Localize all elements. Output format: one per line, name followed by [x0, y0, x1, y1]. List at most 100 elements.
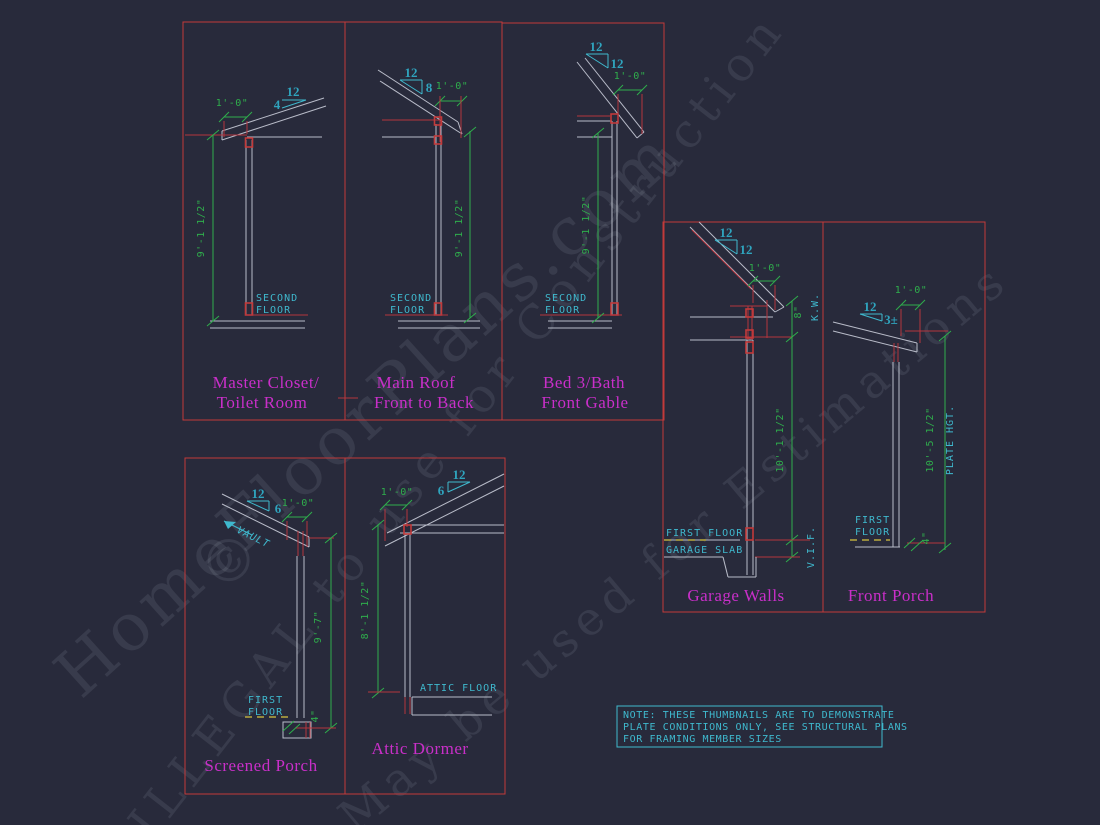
overhang-label: 1'-0": [216, 98, 249, 109]
svg-text:FIRST: FIRST: [248, 695, 283, 706]
overhang-label: 1'-0": [282, 498, 315, 509]
overhang-dimension: 1'-0": [281, 498, 315, 547]
overhang-dimension: 1'-0": [612, 71, 648, 134]
panel-garage-walls: 8" K.W. 1'-0" 12 12: [664, 221, 821, 605]
slope-symbol: 12 3±: [859, 299, 898, 327]
slope-symbol: 12 6: [438, 467, 471, 498]
roof-lines: [832, 321, 948, 353]
height-dimension: 10'-1 1/2" V.I.F.: [755, 337, 817, 568]
panel-title: Master Closet/: [213, 373, 320, 392]
panel-title: Attic Dormer: [371, 739, 468, 758]
panel-master-closet: 9'-1 1/2" 1'-0" 12 4 SECOND FLOOR Master…: [185, 84, 327, 412]
panel-attic-dormer: 1'-0" 12 6 8'-1 1/2" A: [360, 467, 505, 758]
overhang-label: 1'-0": [436, 81, 469, 92]
floor-lines: FIRST FLOOR GARAGE SLAB: [664, 528, 757, 578]
overhang-dimension: 1'-0": [434, 81, 469, 142]
svg-text:FIRST: FIRST: [855, 515, 890, 526]
svg-text:FLOOR: FLOOR: [545, 305, 580, 316]
svg-text:SECOND: SECOND: [256, 293, 298, 304]
svg-text:FLOOR: FLOOR: [390, 305, 425, 316]
slope-run-label: 12: [453, 467, 466, 482]
roof-lines: [689, 221, 785, 313]
floor-label: SECOND FLOOR: [390, 293, 432, 316]
wall-height-label: 10'-1 1/2": [775, 407, 786, 472]
slope-symbol: 12 6: [246, 486, 282, 516]
slope-run-label: 12: [864, 299, 877, 314]
kneewall-dimension: 8" K.W.: [785, 293, 821, 343]
slope-symbol: 12 12: [585, 39, 624, 71]
height-dimension: 9'-1 1/2": [581, 127, 605, 324]
floor-label: SECOND FLOOR: [545, 293, 587, 316]
roof-lines: [576, 57, 645, 139]
wall-lines: [540, 113, 622, 329]
wall-height-label: 9'-7": [313, 611, 324, 644]
panel-title: Front to Back: [374, 393, 474, 412]
slope-symbol: 12 12: [714, 225, 753, 257]
panel-title: Bed 3/Bath: [543, 373, 625, 392]
kneewall-height-label: 8": [793, 305, 804, 318]
footing-height-label: 4": [921, 531, 932, 544]
panel-title: Front Porch: [848, 586, 934, 605]
svg-text:SECOND: SECOND: [545, 293, 587, 304]
overhang-label: 1'-0": [614, 71, 647, 82]
wall-lines: [403, 524, 412, 697]
height-dimension: 9'-7": [313, 532, 338, 734]
height-dimension: 10'-5 1/2" PLATE HGT.: [925, 330, 956, 554]
roof-lines: [221, 97, 327, 141]
note-box: NOTE: THESE THUMBNAILS ARE TO DEMONSTRAT…: [616, 705, 908, 748]
slope-rise-label: 12: [740, 242, 753, 257]
panel-title: Garage Walls: [687, 586, 784, 605]
post-lines: [855, 343, 900, 548]
plate-hgt-label: PLATE HGT.: [945, 405, 956, 475]
overhang-dimension: 1'-0": [216, 98, 253, 137]
slope-rise-label: 8: [426, 80, 433, 95]
panel-borders: [182, 21, 986, 795]
slope-run-label: 12: [590, 39, 603, 54]
svg-text:SECOND: SECOND: [390, 293, 432, 304]
slope-run-label: 12: [720, 225, 733, 240]
floor-lines: FIRST FLOOR 4": [245, 695, 336, 735]
svg-text:FLOOR: FLOOR: [248, 707, 283, 718]
svg-text:FLOOR: FLOOR: [855, 527, 890, 538]
roof-lines: [221, 493, 334, 548]
slope-symbol: 12 4: [274, 84, 307, 112]
vault-label: VAULT: [235, 525, 271, 550]
slope-run-label: 12: [287, 84, 300, 99]
slope-rise-label: 6: [275, 501, 282, 516]
height-dimension: 9'-1 1/2": [196, 129, 220, 327]
slope-run-label: 12: [405, 65, 418, 80]
kneewall-label: K.W.: [810, 293, 821, 321]
panel-title: Toilet Room: [217, 393, 308, 412]
overhang-dimension: 1'-0": [895, 285, 928, 343]
panel-bed3-bath: 9'-1 1/2" 1'-0" 12 12 SECOND FLOOR: [540, 39, 648, 412]
slope-run-label: 12: [252, 486, 265, 501]
overhang-label: 1'-0": [895, 285, 928, 296]
panel-screened-porch: 12 6 1'-0" VAULT: [204, 486, 338, 775]
slope-rise-label: 4: [274, 97, 281, 112]
panel-title: Screened Porch: [204, 756, 317, 775]
floor-lines: ATTIC FLOOR: [404, 683, 496, 716]
floor-lines: FIRST FLOOR 4": [850, 515, 945, 552]
slope-rise-label: 12: [611, 56, 624, 71]
panel-title: Main Roof: [377, 373, 456, 392]
wall-height-label: 9'-1 1/2": [454, 199, 465, 258]
overhang-dimension: 1'-0": [379, 487, 413, 541]
floor-label: SECOND FLOOR: [256, 293, 298, 316]
wall-lines: [745, 340, 754, 575]
plate-height-label: 10'-5 1/2": [925, 407, 936, 472]
roof-lines: [384, 473, 505, 547]
slope-symbol: 12 8: [399, 65, 433, 95]
note-line-1: NOTE: THESE THUMBNAILS ARE TO DEMONSTRAT…: [623, 710, 894, 721]
note-line-2: PLATE CONDITIONS ONLY, SEE STRUCTURAL PL…: [623, 722, 908, 733]
overhang-label: 1'-0": [749, 263, 782, 274]
footing-height-label: 4": [310, 709, 321, 722]
wall-height-label: 9'-1 1/2": [196, 199, 207, 258]
overhang-dimension: 1'-0": [747, 263, 782, 310]
first-floor-label: FIRST FLOOR: [666, 528, 743, 539]
panel-main-roof: 9'-1 1/2" 1'-0" 12 8 SECOND FLOOR: [374, 65, 480, 412]
wall-height-label: 9'-1 1/2": [581, 196, 592, 255]
post-lines: [282, 531, 312, 739]
height-dimension: 8'-1 1/2": [360, 519, 400, 699]
